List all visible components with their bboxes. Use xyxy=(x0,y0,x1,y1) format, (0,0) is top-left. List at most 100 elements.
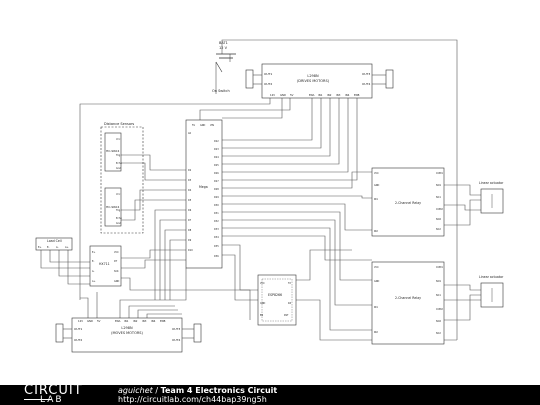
driver-bottom-pin: IN4 xyxy=(151,319,156,323)
sensor-pin: Echo xyxy=(116,162,122,165)
load-cell-pin: A- xyxy=(56,246,59,249)
mega-pin: D34 xyxy=(214,236,219,239)
relay-2: 2-Channel Relay VCC GND IN1 IN2 COM1 NO1… xyxy=(371,261,445,345)
relay-pin: IN2 xyxy=(374,331,378,334)
circuitlab-logo-lab: LAB xyxy=(40,395,64,405)
relay-pin: COM1 xyxy=(436,266,443,269)
driver-top-pin: GND xyxy=(280,93,286,97)
circuitlab-logo: CIRCUIT xyxy=(24,383,83,398)
battery-value: 12 V xyxy=(219,46,228,50)
mega-pin: D27 xyxy=(214,180,219,183)
relay-pin: GND xyxy=(374,184,379,187)
hx711-name: HX711 xyxy=(99,262,110,266)
esp-pin: EN xyxy=(260,314,263,317)
relay-1: 2-Channel Relay VCC GND IN1 IN2 COM1 NO1… xyxy=(371,167,445,237)
relay-pin: NO1 xyxy=(436,280,442,283)
mega-pin: D31 xyxy=(214,212,219,215)
esp-pin: GND xyxy=(260,302,265,305)
driver-top: L298N (DRIVES MOTORS) OUT1 OUT2 OUT3 OUT… xyxy=(245,63,394,99)
sensor-2: HC-SR04 Vcc Trig Echo Gnd xyxy=(104,187,122,227)
actuator-1: Linear actuator xyxy=(479,181,504,214)
hx711-pin: VCC xyxy=(114,251,119,254)
mega-pin: D23 xyxy=(214,148,219,151)
driver-bottom-out3: OUT3 xyxy=(172,327,180,331)
battery-ref: BAT1 xyxy=(219,41,228,45)
mega-pin: A0 xyxy=(188,132,192,135)
hx711-pin: GND xyxy=(114,280,119,283)
driver-top-out2: OUT2 xyxy=(264,82,272,86)
mega-pin: D26 xyxy=(214,172,219,175)
switch-label: On Switch xyxy=(212,89,230,93)
driver-top-pin: ENA xyxy=(309,93,315,97)
mega-pin: D25 xyxy=(214,164,219,167)
driver-bottom: L298N (MOVES MOTORS) OUT1 OUT2 OUT3 OUT4… xyxy=(55,317,202,353)
schematic-canvas: BAT1 12 V On Switch L298N (DRIVES MOTORS… xyxy=(35,39,504,353)
sensor-pin: Trig xyxy=(116,209,121,212)
relay-pin: COM1 xyxy=(436,172,443,175)
driver-top-pin: ENB xyxy=(354,93,360,97)
driver-top-pin: IN3 xyxy=(336,93,341,97)
distance-sensors-label: Distance Sensors xyxy=(104,122,134,126)
mega-pin: D32 xyxy=(214,220,219,223)
driver-top-pin: IN1 xyxy=(318,93,323,97)
sensor-pin: Gnd xyxy=(116,222,121,225)
driver-top-out4: OUT4 xyxy=(362,82,370,86)
distance-sensors-group: Distance Sensors HC-SR04 Vcc Trig Echo G… xyxy=(100,122,144,234)
relay-pin: NC2 xyxy=(436,332,441,335)
load-cell: Load Cell E+ E- A- A+ xyxy=(35,237,73,251)
driver-bottom-pin: 12V xyxy=(78,319,83,323)
circuit-url-link[interactable]: http://circuitlab.com/ch44bap39ng5h xyxy=(118,395,267,404)
mega-pin: D7 xyxy=(188,219,192,222)
driver-top-out1: OUT1 xyxy=(264,72,272,76)
relay-pin: IN1 xyxy=(374,198,378,201)
mega-pin: D28 xyxy=(214,188,219,191)
actuator-1-label: Linear actuator xyxy=(479,181,504,185)
load-cell-pin: E+ xyxy=(38,246,42,249)
relay-pin: IN1 xyxy=(374,306,378,309)
driver-bottom-pin: ENB xyxy=(160,319,166,323)
driver-bottom-pin: 5V xyxy=(97,319,101,323)
mega-pin: GND xyxy=(200,124,205,127)
relay-pin: NO1 xyxy=(436,184,442,187)
load-cell-pin: E- xyxy=(47,246,50,249)
driver-top-out3: OUT3 xyxy=(362,72,370,76)
actuator-2: Linear actuator xyxy=(479,275,504,308)
hx711: HX711 E+ E- A- A+ VCC DT SCK GND xyxy=(89,245,122,287)
driver-bottom-subtitle: (MOVES MOTORS) xyxy=(111,331,143,335)
driver-bottom-out1: OUT1 xyxy=(74,327,82,331)
mega-pin: D33 xyxy=(214,228,219,231)
driver-top-title: L298N xyxy=(307,74,319,78)
driver-top-pin: IN2 xyxy=(327,93,332,97)
driver-top-pin: 5V xyxy=(290,93,294,97)
hx711-pin: SCK xyxy=(114,270,119,273)
hx711-pin: E- xyxy=(92,260,94,263)
mega-pin: D6 xyxy=(188,209,192,212)
mega-pin: D22 xyxy=(214,140,219,143)
relay-pin: IN2 xyxy=(374,230,378,233)
logo-divider xyxy=(24,399,52,400)
sensor-pin: Gnd xyxy=(116,167,121,170)
relay-pin: NC2 xyxy=(436,228,441,231)
arduino-mega: Mega 5V GND VIN A0 D2 D3 D4 D5 D6 D7 D8 … xyxy=(185,119,223,269)
mega-pin: D35 xyxy=(214,245,219,248)
sensor-pin: Echo xyxy=(116,217,122,220)
author-link[interactable]: aguichet xyxy=(118,386,153,395)
sensor-pin: Vcc xyxy=(116,138,121,141)
relay-pin: VCC xyxy=(374,172,379,175)
driver-top-pin: 12V xyxy=(270,93,275,97)
footer-bar: CIRCUIT LAB aguichet / Team 4 Electronic… xyxy=(0,383,540,405)
mega-pin: 5V xyxy=(192,124,195,127)
footer-attribution: aguichet / Team 4 Electronics Circuit xyxy=(118,386,277,395)
hx711-pin: A- xyxy=(92,270,95,273)
mega-pin: D2 xyxy=(188,169,192,172)
driver-bottom-pin: ENA xyxy=(115,319,121,323)
sensor-1: HC-SR04 Vcc Trig Echo Gnd xyxy=(104,132,122,172)
load-cell-label: Load Cell xyxy=(47,239,62,243)
esp-pin: RX xyxy=(288,302,292,305)
hx711-pin: A+ xyxy=(92,280,96,283)
esp8266: ESP8266 VCC GND TX RX EN RST xyxy=(257,274,297,326)
driver-bottom-title: L298N xyxy=(121,326,133,330)
mega-pin: D29 xyxy=(214,196,219,199)
relay-pin: VCC xyxy=(374,266,379,269)
driver-bottom-out2: OUT2 xyxy=(74,338,82,342)
